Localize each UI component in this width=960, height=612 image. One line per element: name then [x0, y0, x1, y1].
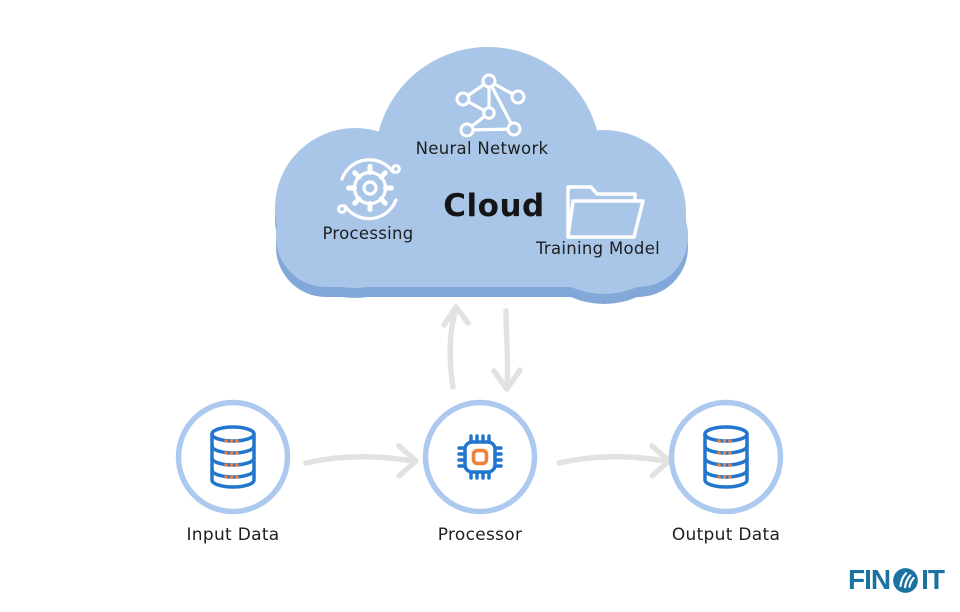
- logo-text-left: FIN: [848, 564, 891, 595]
- input-to-processor-arrow: [303, 443, 419, 479]
- database-icon: [703, 425, 749, 489]
- database-icon: [210, 425, 256, 489]
- logo-text-right: IT: [921, 564, 945, 595]
- cloud-title: Cloud: [443, 188, 545, 224]
- finoit-logo: FIN IT: [848, 563, 945, 597]
- training-model-icon: [566, 185, 645, 239]
- neural-network-label: Neural Network: [415, 139, 549, 158]
- output-data-node: [668, 399, 784, 515]
- chip-icon: [457, 434, 503, 480]
- neural-network-icon: [455, 73, 526, 138]
- database-dots: [717, 439, 732, 479]
- cloud-body: [275, 47, 688, 294]
- training-model-label: Training Model: [535, 239, 661, 258]
- up-arrow: [441, 304, 471, 390]
- output-data-label: Output Data: [671, 525, 781, 545]
- processing-icon: [337, 158, 401, 221]
- processor-label: Processor: [437, 525, 523, 545]
- processing-label: Processing: [322, 224, 414, 243]
- input-data-node: [175, 399, 291, 515]
- cloud-shape: [275, 47, 688, 304]
- processor-to-output-arrow: [556, 443, 672, 479]
- down-arrow: [491, 308, 523, 392]
- finoit-o-icon: [893, 567, 918, 593]
- database-dots: [224, 439, 239, 479]
- input-data-label: Input Data: [186, 525, 280, 545]
- processor-node: [422, 399, 538, 515]
